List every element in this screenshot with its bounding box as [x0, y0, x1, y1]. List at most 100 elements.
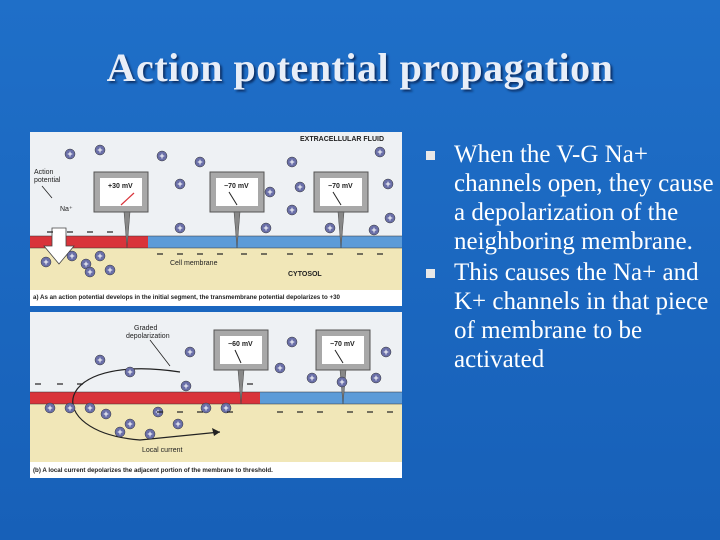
- svg-text:+: +: [159, 151, 164, 161]
- svg-text:+: +: [203, 403, 208, 413]
- resting-membrane: [260, 392, 402, 404]
- na-label: Na⁺: [60, 206, 73, 213]
- svg-text:+: +: [177, 179, 182, 189]
- cation-icon: [336, 376, 348, 388]
- square-bullet-icon: [426, 151, 435, 160]
- cation-icon: [64, 402, 76, 414]
- cation-icon: [94, 144, 106, 156]
- extracellular-label: EXTRACELLULAR FLUID: [300, 136, 384, 143]
- svg-text:+: +: [339, 377, 344, 387]
- voltmeter-a1: +30 mV: [93, 171, 149, 249]
- meter-reading: +30 mV: [108, 183, 133, 190]
- figure-a-caption: a) As an action potential develops in th…: [33, 294, 341, 301]
- svg-text:+: +: [377, 147, 382, 157]
- svg-text:+: +: [289, 337, 294, 347]
- cation-icon: [294, 181, 306, 193]
- svg-text:+: +: [277, 363, 282, 373]
- bullet-item: This causes the Na+ and K+ channels in t…: [424, 258, 714, 374]
- cation-icon: [286, 336, 298, 348]
- meter-reading: −60 mV: [228, 341, 253, 348]
- svg-text:+: +: [117, 427, 122, 437]
- cation-icon: [220, 402, 232, 414]
- voltmeter-a2: −70 mV: [209, 171, 265, 249]
- action-potential-label: Action: [34, 169, 54, 176]
- cation-icon: [124, 366, 136, 378]
- slide-title: Action potential propagation: [106, 45, 614, 90]
- svg-text:+: +: [177, 223, 182, 233]
- cation-icon: [374, 146, 386, 158]
- bullet-item: When the V-G Na+ channels open, they cau…: [424, 140, 714, 256]
- svg-text:+: +: [297, 182, 302, 192]
- svg-text:+: +: [87, 267, 92, 277]
- membrane-label: Cell membrane: [170, 260, 218, 267]
- depolarized-membrane: [30, 392, 260, 404]
- bullet-text: This causes the Na+ and K+ channels in t…: [454, 259, 709, 373]
- svg-text:+: +: [103, 409, 108, 419]
- svg-text:+: +: [289, 157, 294, 167]
- svg-text:+: +: [383, 347, 388, 357]
- svg-text:+: +: [387, 213, 392, 223]
- cation-icon: [274, 362, 286, 374]
- svg-text:+: +: [175, 419, 180, 429]
- svg-text:+: +: [371, 225, 376, 235]
- figure-b-local-current: Graded depolarization −60 mV −70 mV Loca…: [30, 312, 402, 478]
- cation-icon: [114, 426, 126, 438]
- svg-text:+: +: [97, 355, 102, 365]
- cation-icon: [84, 402, 96, 414]
- svg-text:+: +: [385, 179, 390, 189]
- cation-icon: [124, 418, 136, 430]
- svg-text:+: +: [289, 205, 294, 215]
- cation-icon: [194, 156, 206, 168]
- cation-icon: [104, 264, 116, 276]
- svg-text:+: +: [223, 403, 228, 413]
- cation-icon: [382, 178, 394, 190]
- cation-icon: [286, 204, 298, 216]
- cation-icon: [172, 418, 184, 430]
- cation-icon: [368, 224, 380, 236]
- cation-icon: [384, 212, 396, 224]
- cation-icon: [306, 372, 318, 384]
- cation-icon: [144, 428, 156, 440]
- cation-icon: [44, 402, 56, 414]
- cation-icon: [184, 346, 196, 358]
- cation-icon: [100, 408, 112, 420]
- cytosol-label: CYTOSOL: [288, 271, 322, 278]
- svg-text:+: +: [327, 223, 332, 233]
- cation-icon: [84, 266, 96, 278]
- svg-text:+: +: [127, 367, 132, 377]
- svg-text:+: +: [107, 265, 112, 275]
- svg-text:+: +: [147, 429, 152, 439]
- cation-icon: [324, 222, 336, 234]
- cation-icon: [66, 250, 78, 262]
- svg-text:+: +: [69, 251, 74, 261]
- bullet-text: When the V-G Na+ channels open, they cau…: [454, 141, 714, 255]
- cation-icon: [286, 156, 298, 168]
- cation-icon: [94, 354, 106, 366]
- svg-text:+: +: [67, 149, 72, 159]
- meter-reading: −70 mV: [330, 341, 355, 348]
- action-potential-label: potential: [34, 177, 61, 184]
- voltmeter-b2: −70 mV: [315, 329, 371, 405]
- cation-icon: [64, 148, 76, 160]
- graded-depolarization-label: Graded: [134, 325, 157, 332]
- cation-icon: [380, 346, 392, 358]
- svg-text:+: +: [373, 373, 378, 383]
- graded-depolarization-label: depolarization: [126, 333, 170, 340]
- meter-reading: −70 mV: [328, 183, 353, 190]
- voltmeter-b1: −60 mV: [213, 329, 269, 405]
- svg-text:+: +: [309, 373, 314, 383]
- svg-text:+: +: [197, 157, 202, 167]
- ion-markers: +++++++++++++++++++++: [35, 336, 393, 440]
- ion-markers: ++++++++++++++++++++++: [40, 144, 396, 278]
- cation-icon: [200, 402, 212, 414]
- bullet-list: When the V-G Na+ channels open, they cau…: [424, 140, 714, 376]
- cation-icon: [260, 222, 272, 234]
- square-bullet-icon: [426, 269, 435, 278]
- local-current-label: Local current: [142, 447, 183, 454]
- figure-b-caption: (b) A local current depolarizes the adja…: [33, 467, 273, 474]
- svg-text:+: +: [43, 257, 48, 267]
- svg-text:+: +: [97, 251, 102, 261]
- svg-text:+: +: [47, 403, 52, 413]
- cation-icon: [180, 380, 192, 392]
- svg-text:+: +: [87, 403, 92, 413]
